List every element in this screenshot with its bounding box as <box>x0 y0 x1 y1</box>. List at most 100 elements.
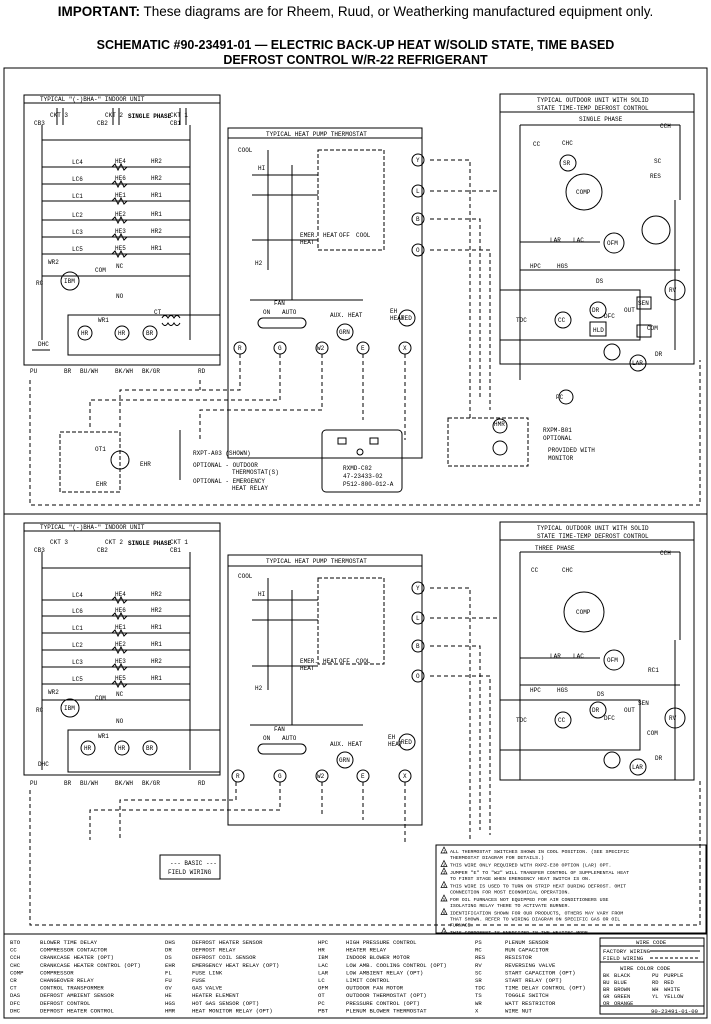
legend-abbrev: SR <box>475 977 482 984</box>
legend-abbrev: BTO <box>10 939 21 946</box>
top-term-o: O <box>416 247 420 254</box>
bottom-outdoor-title-2: STATE TIME-TEMP DEFROST CONTROL <box>537 533 649 540</box>
legend-description: HEAT MONITOR RELAY (OPT) <box>192 1007 273 1014</box>
bottom-lc5-label: LC5 <box>72 676 83 683</box>
wire-color-title: WIRE COLOR CODE <box>620 965 671 972</box>
top-thermostat-title: TYPICAL HEAT PUMP THERMOSTAT <box>266 131 367 138</box>
note-text-line: THIS WIRE ONLY REQUIRED WITH RXPZ-E30 OP… <box>450 863 611 869</box>
top-h2-label: H2 <box>255 260 263 267</box>
legend-abbrev: RV <box>475 962 482 969</box>
note-triangle-icon <box>440 867 448 875</box>
bottom-fan-label: FAN <box>274 726 285 733</box>
top-indoor-title: TYPICAL "(-)BHA-" INDOOR UNIT <box>40 96 145 103</box>
top-wr2-label: WR2 <box>48 259 59 266</box>
legend-description: PLENUM SENSOR <box>505 939 549 946</box>
legend-abbrev: HR <box>318 947 325 954</box>
bottom-term-l: L <box>416 615 420 622</box>
wire-color-abbrev: BU <box>603 980 609 986</box>
top-grn-label: GRN <box>339 329 350 336</box>
field-wiring-label: FIELD WIRING <box>603 955 644 962</box>
top-hr1-label-3: HR1 <box>151 245 162 252</box>
top-pc-label: PC <box>556 394 564 401</box>
top-eh-label: EH <box>390 308 398 315</box>
legend-description: RUN CAPACITOR <box>505 947 549 954</box>
legend-abbrev: X <box>475 1007 479 1014</box>
legend-description: DEFROST HEATER SENSOR <box>192 939 263 946</box>
top-com-label-2: COM <box>647 325 658 332</box>
bottom-indoor-unit-box <box>23 522 221 776</box>
top-he1-label: HE1 <box>115 192 126 199</box>
top-ckt1-label: CKT 1 <box>170 112 188 119</box>
note-text-line: THAT SHOWN. REFER TO WIRING DIAGRAM ON S… <box>450 917 620 923</box>
bottom-hi-label: HI <box>258 591 265 598</box>
note-text-line: ALL THERMOSTAT SWITCHES SHOWN IN COOL PO… <box>450 849 629 855</box>
bottom-eh-label: EH <box>388 734 396 741</box>
note-triangle-icon <box>440 907 448 915</box>
important-notice: IMPORTANT: These diagrams are for Rheem,… <box>0 4 711 19</box>
legend-description: COMPRESSOR <box>40 969 74 976</box>
top-com-label: COM <box>95 267 106 274</box>
legend-description: PLENUM BLOWER THERMOSTAT <box>346 1007 427 1014</box>
legend-description: CRANKCASE HEATER (OPT) <box>40 954 114 961</box>
bottom-term-e: E <box>361 773 365 780</box>
bottom-bk-gr-label: BK/GR <box>142 780 160 787</box>
legend-abbrev: RC <box>475 947 482 954</box>
legend-description: TIME DELAY CONTROL (OPT) <box>505 985 586 992</box>
legend-description: HIGH PRESSURE CONTROL <box>346 939 417 946</box>
bottom-lac-label: LAC <box>573 653 584 660</box>
important-label: IMPORTANT: <box>57 4 140 19</box>
top-rxmd-2: 47-23433-02 <box>343 473 383 480</box>
top-wr1-label: WR1 <box>98 317 109 324</box>
top-lar-label: LAR <box>550 237 561 244</box>
top-hmr-label: HMR <box>494 421 505 428</box>
schematic-title-line1: SCHEMATIC #90-23491-01 — ELECTRIC BACK-U… <box>96 38 615 52</box>
bottom-cool-label: COOL <box>238 573 253 580</box>
top-dr-label: DR <box>592 307 600 314</box>
bottom-he1-label: HE1 <box>115 624 126 631</box>
legend-abbrev: GV <box>165 985 172 992</box>
top-tdc-label: TDC <box>516 317 527 324</box>
drawing-number: 90-23491-01-00 <box>651 1008 699 1015</box>
top-ct-label: CT <box>154 309 162 316</box>
legend-description: PRESSURE CONTROL (OPT) <box>346 1000 420 1007</box>
top-hr2-label-2: HR2 <box>151 175 162 182</box>
bottom-thermostat-box <box>227 554 423 826</box>
bottom-schematic: TYPICAL "(-)BHA-" INDOOR UNIT CKT 3 CKT … <box>23 521 701 926</box>
legend-description: START CAPACITOR (OPT) <box>505 969 576 976</box>
legend-abbrev: DR <box>165 947 172 954</box>
bottom-rc1-label: RC1 <box>648 667 659 674</box>
note-number: 4 <box>443 885 446 889</box>
legend-description: HEATER ELEMENT <box>192 992 240 999</box>
wire-code-title: WIRE CODE <box>636 939 667 946</box>
top-outdoor-unit-box <box>499 93 695 365</box>
top-opt-outdoor-2: THERMOSTAT(S) <box>232 469 279 476</box>
top-indoor-unit-box <box>23 94 221 366</box>
wire-color-name: WHITE <box>664 987 680 993</box>
bottom-bu-wh-label: BU/WH <box>80 780 98 787</box>
top-he5-label: HE5 <box>115 245 126 252</box>
legend-description: BLOWER TIME DELAY <box>40 939 98 946</box>
bottom-aux-heat-label: AUX. HEAT <box>330 741 363 748</box>
bottom-hpc-label: HPC <box>530 687 541 694</box>
legend-abbrev: LC <box>318 977 325 984</box>
top-cb2-label: CB2 <box>97 120 108 127</box>
bottom-rd-label: RD <box>198 780 206 787</box>
bottom-rc-label: RC <box>36 707 44 714</box>
bottom-single-phase-label: SINGLE PHASE <box>128 540 172 547</box>
legend-abbrev: PC <box>318 1000 325 1007</box>
top-lc5-label: LC5 <box>72 246 83 253</box>
top-cool-label-2: COOL <box>356 232 371 239</box>
bottom-compressor <box>563 591 605 633</box>
top-opt-emer-1: OPTIONAL - EMERGENCY <box>193 478 265 485</box>
top-hr2-label-1: HR2 <box>151 158 162 165</box>
bottom-hr2-label-1: HR2 <box>151 591 162 598</box>
top-term-g: G <box>278 345 282 352</box>
note-number: 3 <box>443 872 446 876</box>
bottom-chc-label: CHC <box>562 567 573 574</box>
schematic-title-line2: DEFROST CONTROL W/R-22 REFRIGERANT <box>223 53 488 67</box>
legend-description: FUSE LINK <box>192 969 223 976</box>
bottom-outdoor-unit-box <box>499 521 695 781</box>
